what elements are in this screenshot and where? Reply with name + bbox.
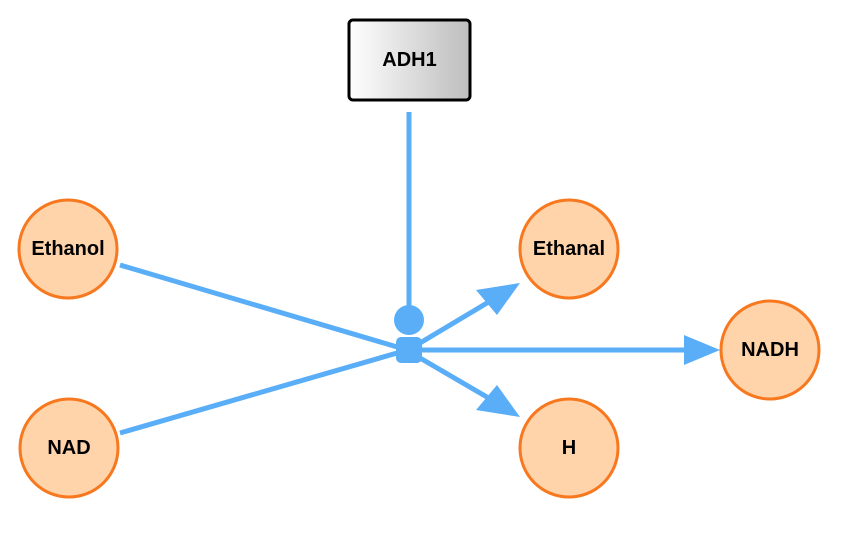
- metabolite-label: H: [562, 437, 576, 459]
- metabolite-circle: [17, 198, 119, 300]
- enzyme-box: [347, 18, 472, 102]
- enzyme-node[interactable]: ADH1: [347, 18, 472, 102]
- metabolite-node-nad[interactable]: NAD: [18, 397, 120, 499]
- metabolite-node-ethanal[interactable]: Ethanal: [518, 198, 620, 300]
- reaction-process-node: [396, 337, 422, 363]
- metabolite-node-ethanol[interactable]: Ethanol: [17, 198, 119, 300]
- metabolite-node-nadh[interactable]: NADH: [719, 299, 821, 401]
- arrowhead-nadh: [684, 335, 720, 365]
- metabolite-label: Ethanal: [533, 238, 605, 260]
- product-edge-h: [418, 355, 494, 403]
- edges: [119, 112, 688, 436]
- metabolite-circle: [518, 397, 620, 499]
- substrate-edge-ethanol: [119, 262, 405, 352]
- arrowhead-ethanal: [476, 283, 520, 315]
- product-edge-ethanal: [418, 297, 494, 346]
- metabolite-circle: [719, 299, 821, 401]
- arrowhead-h: [476, 385, 520, 417]
- metabolite-label: Ethanol: [31, 238, 104, 260]
- metabolite-circle: [518, 198, 620, 300]
- catalysis-marker: [394, 305, 424, 335]
- metabolite-node-h[interactable]: H: [518, 397, 620, 499]
- metabolite-label: NAD: [47, 437, 90, 459]
- arrowheads: [476, 283, 720, 417]
- metabolite-label: NADH: [741, 339, 799, 361]
- substrate-edge-nad: [119, 348, 405, 436]
- metabolite-circle: [18, 397, 120, 499]
- enzyme-label: ADH1: [382, 49, 436, 71]
